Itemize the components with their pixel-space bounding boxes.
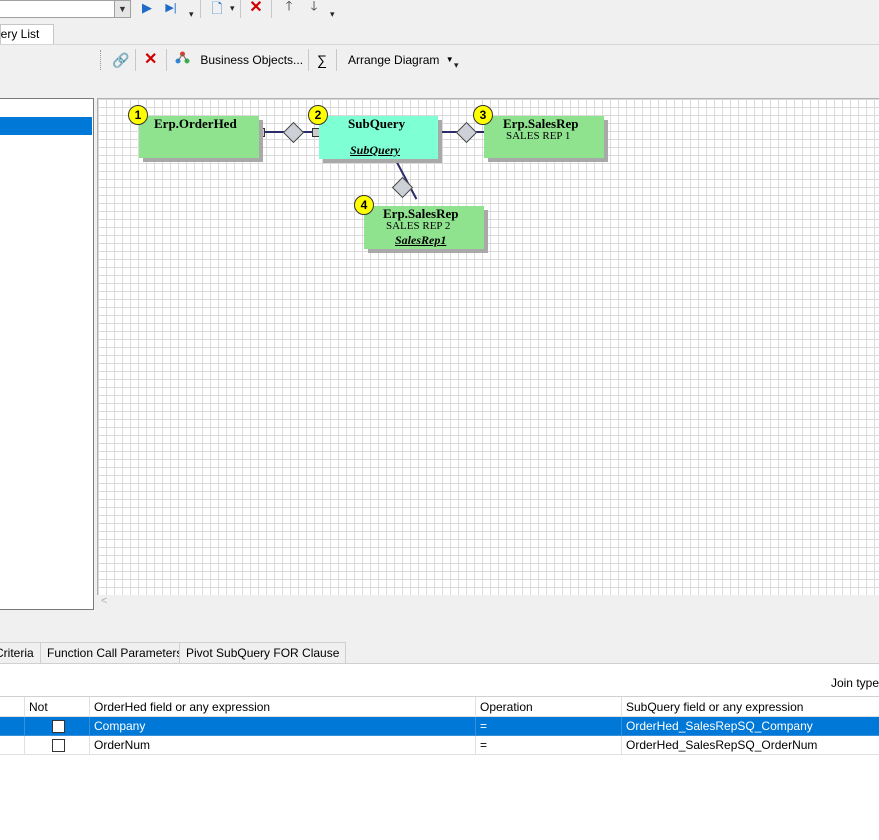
dropdown-arrow-icon[interactable]: ▼ <box>114 1 130 17</box>
toolbar-separator <box>166 49 167 71</box>
step-icon[interactable]: ▶| <box>165 2 177 14</box>
sum-button[interactable]: ∑ <box>317 47 327 73</box>
table-node-salesrep-2[interactable]: Erp.SalesRep SALES REP 2 SalesRep1 <box>364 206 484 249</box>
toolbar-overflow-icon[interactable]: ▾ <box>189 9 194 19</box>
operation-cell[interactable]: = <box>476 717 622 736</box>
node-title: SubQuery <box>348 116 406 131</box>
not-checkbox[interactable] <box>52 739 65 752</box>
arrange-diagram-label: Arrange Diagram <box>348 53 440 67</box>
arrow-up-icon[interactable]: 🡑 <box>285 0 293 13</box>
toolbar-separator <box>271 0 272 18</box>
tab-label: Criteria <box>0 646 34 660</box>
node-badge: 4 <box>354 195 374 215</box>
left-field-cell[interactable]: Company <box>90 717 476 736</box>
subquery-node[interactable]: SubQuery SubQuery <box>319 116 438 159</box>
row-selector[interactable] <box>0 717 25 736</box>
new-document-icon[interactable]: 🗋 <box>211 0 223 16</box>
join-conditions-grid: Not OrderHed field or any expression Ope… <box>0 697 879 840</box>
query-combo[interactable]: ▼ <box>0 0 131 18</box>
business-objects-icon <box>175 48 191 74</box>
join-diamond[interactable] <box>391 176 414 199</box>
top-toolbar: ▼ ▶ ▶| ▾ 🗋 ▾ ✕ 🡑 🡓 ▾ <box>0 0 879 22</box>
row-selector[interactable] <box>0 736 25 755</box>
play-icon[interactable]: ▶ <box>142 0 152 15</box>
row-header-column <box>0 697 25 717</box>
operation-cell[interactable]: = <box>476 736 622 755</box>
table-node-orderhed[interactable]: Erp.OrderHed <box>139 116 259 158</box>
toolbar-separator <box>200 0 201 18</box>
not-cell <box>25 717 90 736</box>
right-field-cell[interactable]: OrderHed_SalesRepSQ_Company <box>622 717 879 736</box>
delete-icon[interactable]: ✕ <box>249 0 263 16</box>
tab-query-list-label: uery List <box>0 27 40 41</box>
toolbar-grip <box>100 50 103 70</box>
link-icon[interactable]: 🔗 <box>112 52 130 68</box>
tab-criteria[interactable]: Criteria <box>0 642 41 663</box>
sum-icon: ∑ <box>317 52 327 68</box>
node-badge: 2 <box>308 105 328 125</box>
node-alias: SalesRep1 <box>395 233 447 247</box>
node-title: Erp.SalesRep <box>503 116 579 131</box>
column-header-left-field[interactable]: OrderHed field or any expression <box>90 697 476 717</box>
node-badge: 1 <box>128 105 148 125</box>
arrange-diagram-button[interactable]: Arrange Diagram ▼ <box>348 47 454 73</box>
toolbar-separator <box>336 49 337 71</box>
new-dropdown-icon[interactable]: ▾ <box>230 3 235 13</box>
arrow-down-icon[interactable]: 🡓 <box>310 0 318 13</box>
business-objects-button[interactable]: Business Objects... <box>175 47 303 73</box>
column-header-right-field[interactable]: SubQuery field or any expression <box>622 697 879 717</box>
tab-query-list[interactable]: uery List <box>0 24 54 44</box>
toolbar-overflow-icon[interactable]: ▾ <box>454 60 459 70</box>
bottom-tab-strip: Criteria Function Call Parameters Pivot … <box>0 642 879 664</box>
diagram-canvas[interactable]: Erp.OrderHed 1 SubQuery SubQuery 2 Erp.S… <box>97 98 879 596</box>
tab-label: Function Call Parameters <box>47 646 183 660</box>
tab-function-call-parameters[interactable]: Function Call Parameters <box>40 642 190 663</box>
left-tree-panel[interactable] <box>0 98 94 610</box>
table-row[interactable]: Company = OrderHed_SalesRepSQ_Company <box>0 717 879 736</box>
horizontal-scrollbar[interactable]: < <box>97 595 879 609</box>
left-field-cell[interactable]: OrderNum <box>90 736 476 755</box>
toolbar-separator <box>240 0 241 18</box>
selected-tree-item[interactable] <box>0 117 92 135</box>
node-subtitle: SALES REP 1 <box>506 130 571 142</box>
business-objects-label: Business Objects... <box>200 53 304 67</box>
table-node-salesrep-1[interactable]: Erp.SalesRep SALES REP 1 <box>484 116 604 158</box>
join-diamond[interactable] <box>455 121 478 144</box>
node-badge: 3 <box>473 105 493 125</box>
node-subtitle: SALES REP 2 <box>386 220 451 232</box>
column-header-not[interactable]: Not <box>25 697 90 717</box>
node-alias: SubQuery <box>350 143 401 157</box>
toolbar-overflow-icon[interactable]: ▾ <box>330 9 335 19</box>
right-field-cell[interactable]: OrderHed_SalesRepSQ_OrderNum <box>622 736 879 755</box>
diagram-toolbar: 🔗 ✕ Business Objects... ∑ Arrange Diagra… <box>100 47 879 73</box>
not-cell <box>25 736 90 755</box>
join-bar <box>0 664 879 697</box>
node-title: Erp.SalesRep <box>383 206 459 221</box>
tab-label: Pivot SubQuery FOR Clause <box>186 646 340 660</box>
table-row[interactable]: OrderNum = OrderHed_SalesRepSQ_OrderNum <box>0 736 879 755</box>
query-tab-strip <box>0 22 879 45</box>
chevron-down-icon: ▼ <box>445 55 454 64</box>
join-diamond[interactable] <box>282 121 305 144</box>
delete-icon[interactable]: ✕ <box>144 51 158 68</box>
node-title: Erp.OrderHed <box>154 116 237 131</box>
join-type-label: Join type <box>830 676 879 690</box>
toolbar-separator <box>135 49 136 71</box>
column-header-operation[interactable]: Operation <box>476 697 622 717</box>
not-checkbox[interactable] <box>52 720 65 733</box>
tab-pivot-subquery[interactable]: Pivot SubQuery FOR Clause <box>179 642 347 663</box>
toolbar-separator <box>308 49 309 71</box>
scroll-left-icon[interactable]: < <box>101 595 108 607</box>
